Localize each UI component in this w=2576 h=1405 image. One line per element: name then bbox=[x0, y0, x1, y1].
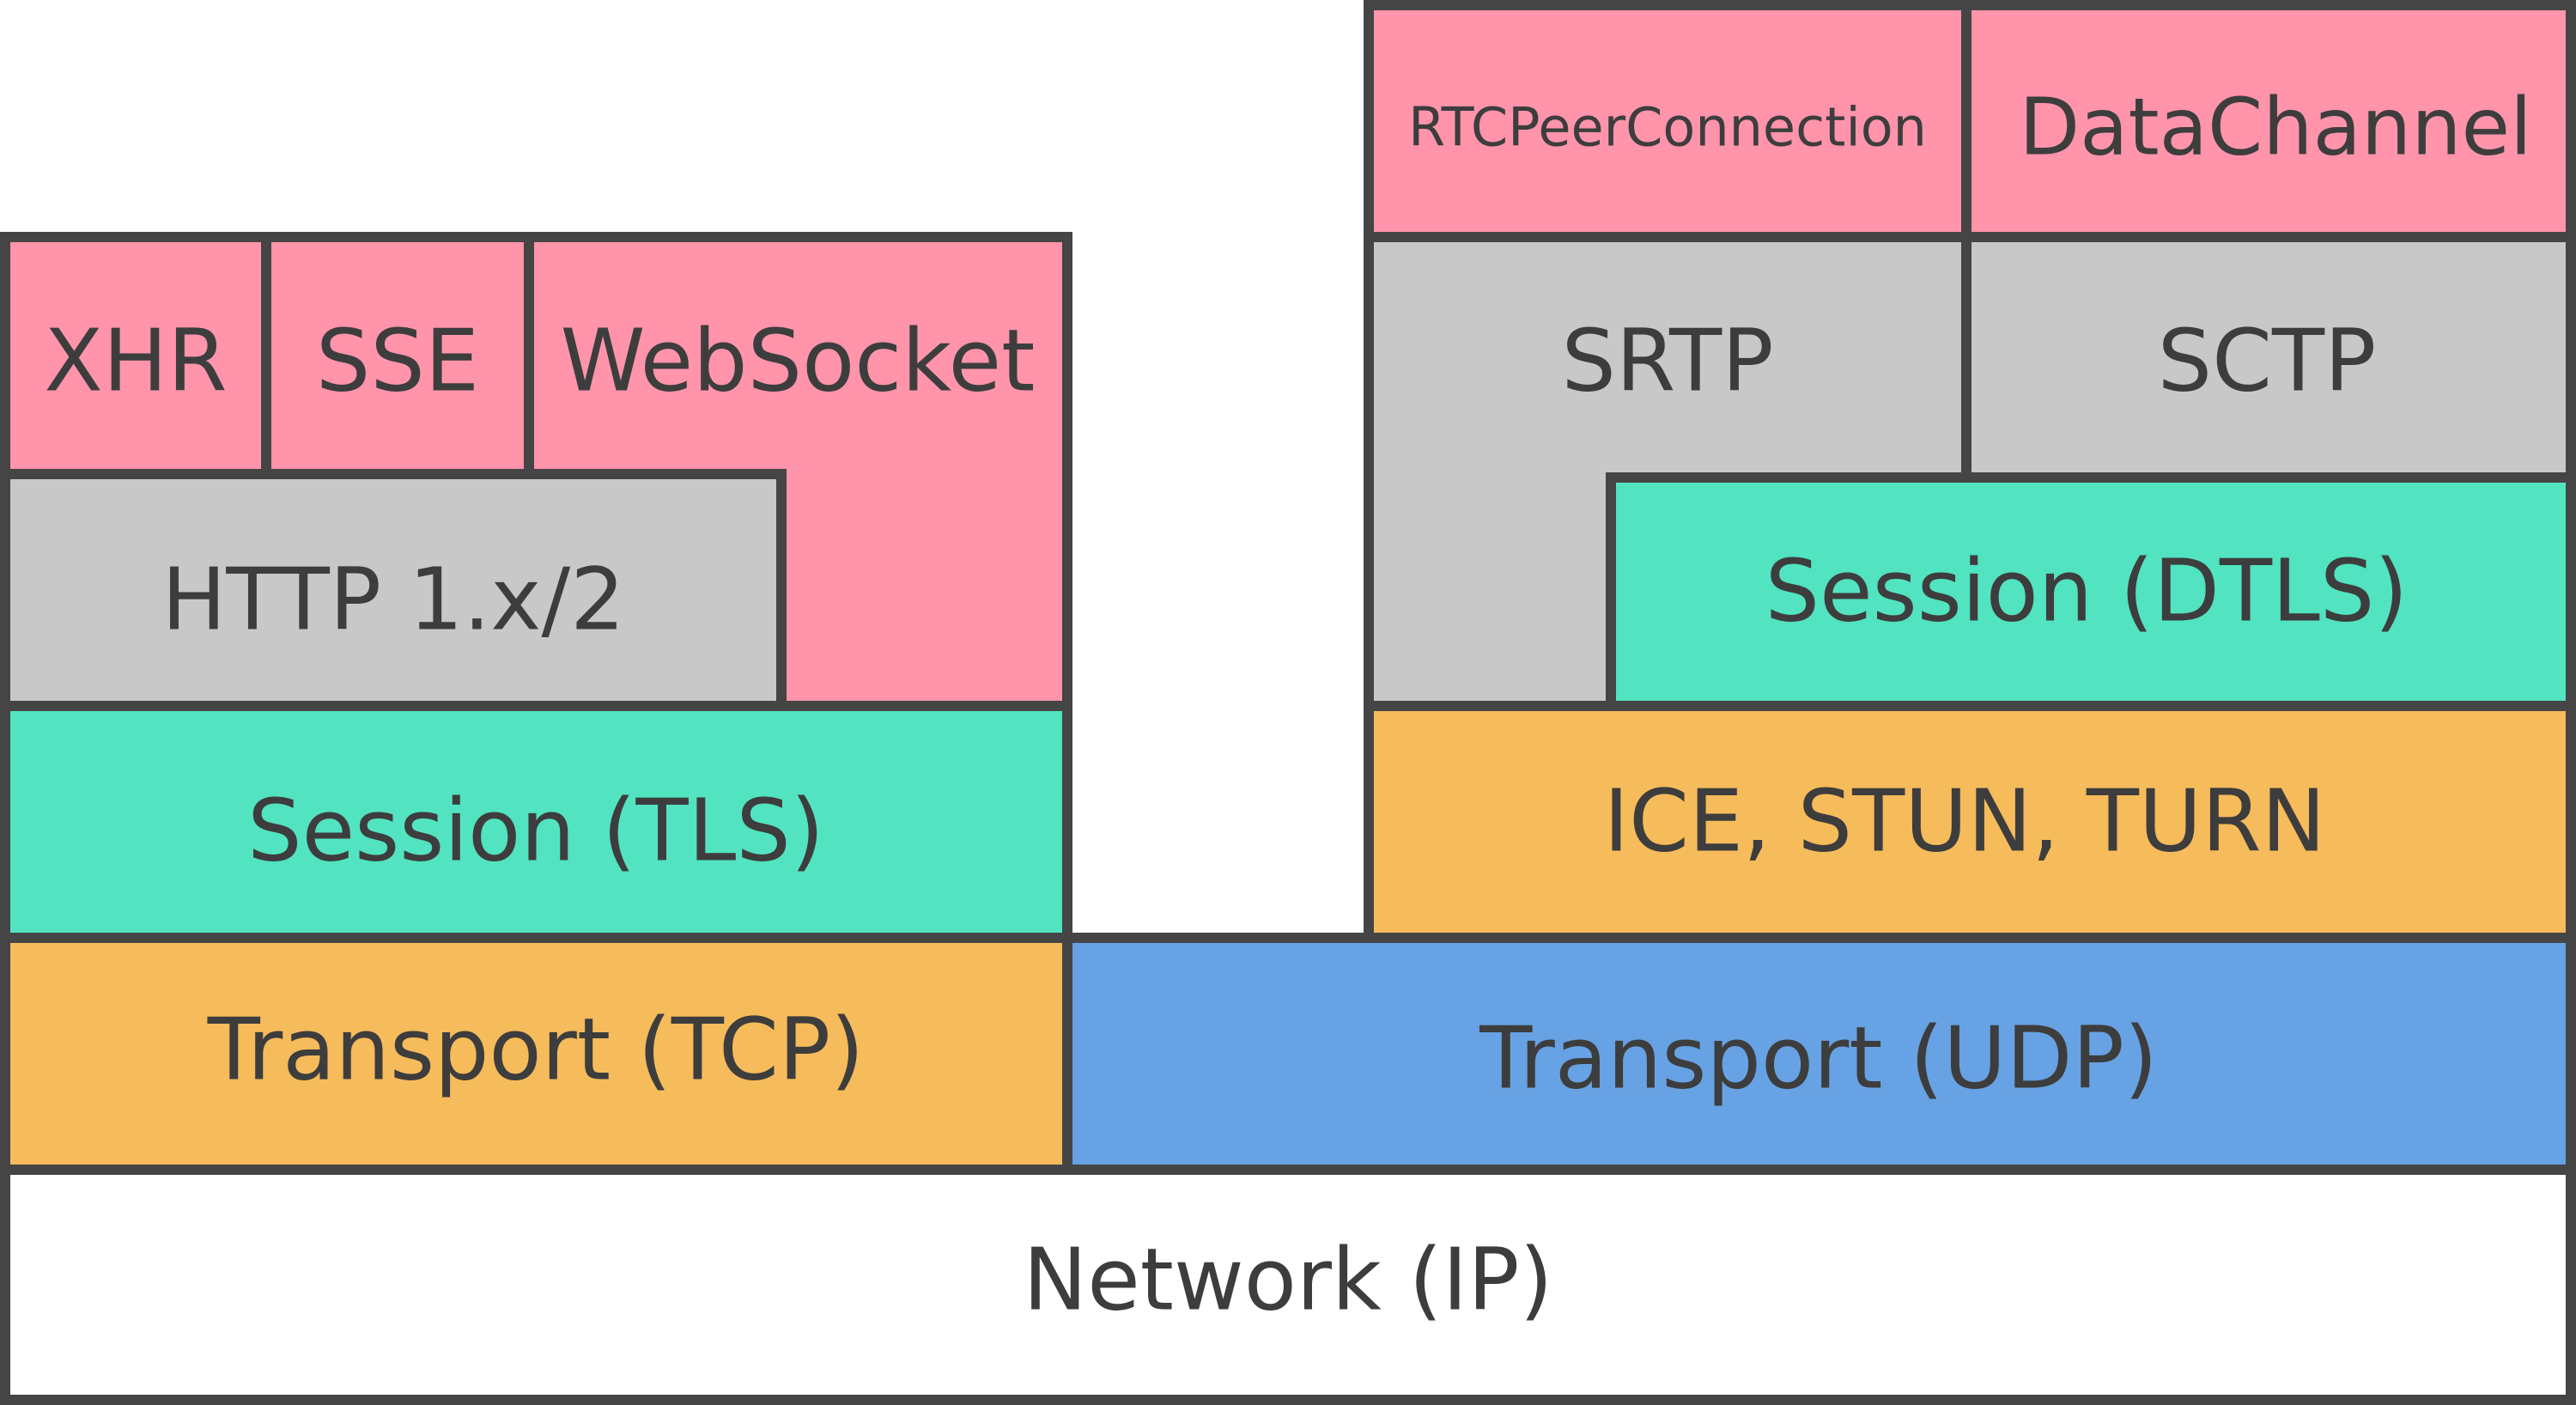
http-block bbox=[0, 469, 787, 711]
sctp-label: SCTP bbox=[2158, 311, 2377, 411]
ip-label: Network (IP) bbox=[1023, 1230, 1552, 1330]
datachannel-block bbox=[1961, 0, 2576, 242]
dtls-label: Session (DTLS) bbox=[1765, 541, 2409, 642]
ice-stun-turn-block bbox=[1364, 701, 2576, 943]
udp-label: Transport (UDP) bbox=[1479, 1008, 2158, 1109]
http-label: HTTP 1.x/2 bbox=[161, 550, 625, 650]
rtcpeerconnection-label: RTCPeerConnection bbox=[1408, 96, 1927, 159]
tcp-label: Transport (TCP) bbox=[207, 1000, 864, 1100]
ip-block bbox=[0, 1165, 2576, 1405]
srtp-label: SRTP bbox=[1561, 311, 1773, 411]
xhr-label: XHR bbox=[44, 311, 227, 411]
ice-stun-turn-label: ICE, STUN, TURN bbox=[1604, 771, 2326, 872]
datachannel-label: DataChannel bbox=[2019, 82, 2531, 173]
tls-label: Session (TLS) bbox=[247, 781, 824, 881]
sse-label: SSE bbox=[316, 311, 479, 411]
tls-block bbox=[0, 701, 1072, 943]
websocket-label: WebSocket bbox=[561, 311, 1036, 411]
rtcpeerconnection-block bbox=[1364, 0, 1971, 242]
sctp-block bbox=[1961, 232, 2576, 483]
dtls-block bbox=[1606, 472, 2576, 711]
